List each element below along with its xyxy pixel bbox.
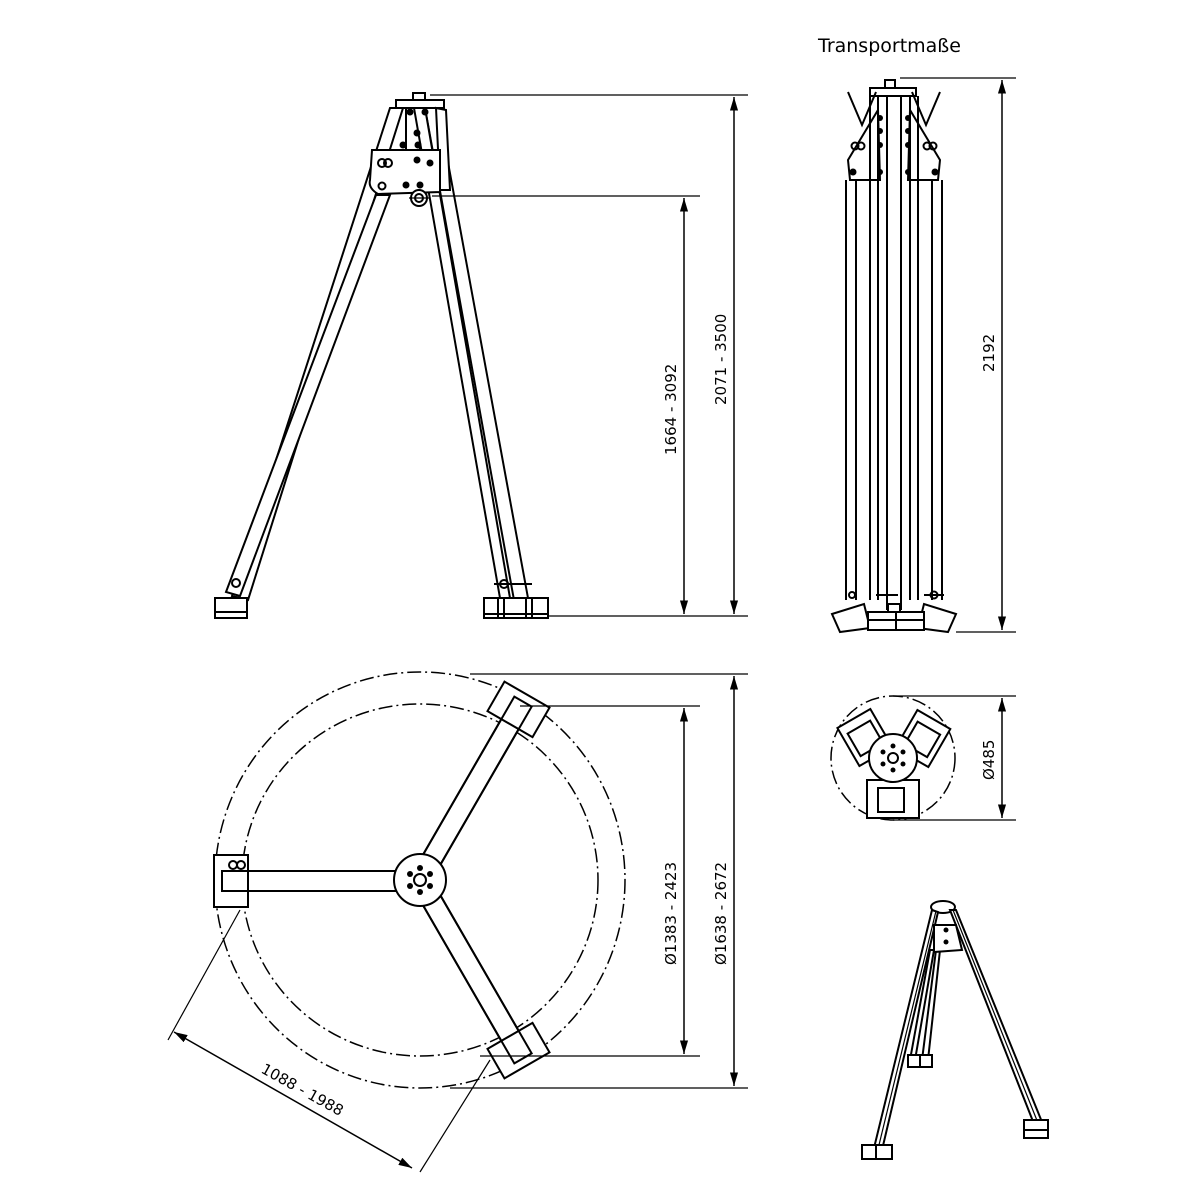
transport-top-view (830, 695, 956, 821)
total-height-dimension: 2071 - 3500 (712, 314, 730, 405)
inner-height-dimension: 1664 - 3092 (662, 364, 680, 455)
transport-diameter-dimension: Ø485 (980, 740, 998, 780)
side-view-dimensions: 1664 - 3092 2071 - 3500 (430, 94, 748, 617)
transport-dimensions-title: Transportmaße (817, 35, 961, 57)
inner-diameter-dimension: Ø1383 - 2423 (662, 862, 680, 965)
top-view-dimensions: Ø1383 - 2423 Ø1638 - 2672 1088 - 1988 (167, 673, 748, 1173)
top-view (213, 671, 626, 1089)
side-view (214, 92, 549, 619)
transport-view (830, 79, 958, 634)
transport-height-dimension: 2192 (980, 334, 998, 372)
isometric-view (861, 900, 1049, 1160)
outer-diameter-dimension: Ø1638 - 2672 (712, 862, 730, 965)
transport-view-dimensions: 2192 (900, 77, 1016, 633)
transport-top-view-dimensions: Ø485 (893, 695, 1016, 821)
